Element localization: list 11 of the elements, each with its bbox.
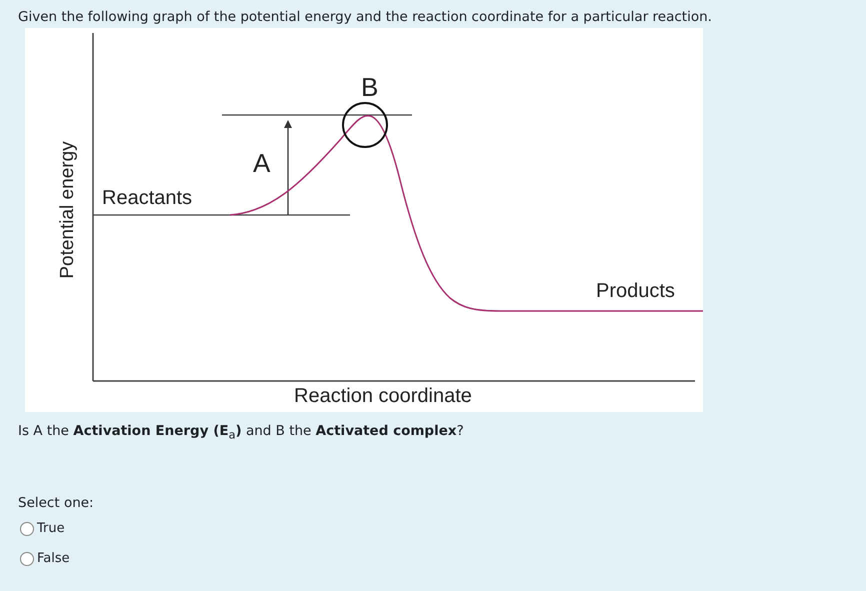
curve-label: Reactants: [102, 187, 192, 210]
radio-option: False: [20, 551, 70, 566]
prompt-text: Select one:: [18, 495, 94, 511]
callout-letter: B: [361, 72, 378, 103]
curve-label: Products: [596, 280, 675, 303]
question-text: Is A the Activation Energy (E$_{a}$) and B the Activated complex?: [18, 423, 464, 442]
callout-letter: A: [253, 148, 270, 179]
radio-option: True: [20, 521, 65, 536]
axis-title: Potential energy: [57, 141, 79, 279]
question-heading: Given the following graph of the potential energy and the reaction coordinate for a particular reaction.: [18, 9, 712, 25]
axis-title: Reaction coordinate: [294, 385, 472, 408]
